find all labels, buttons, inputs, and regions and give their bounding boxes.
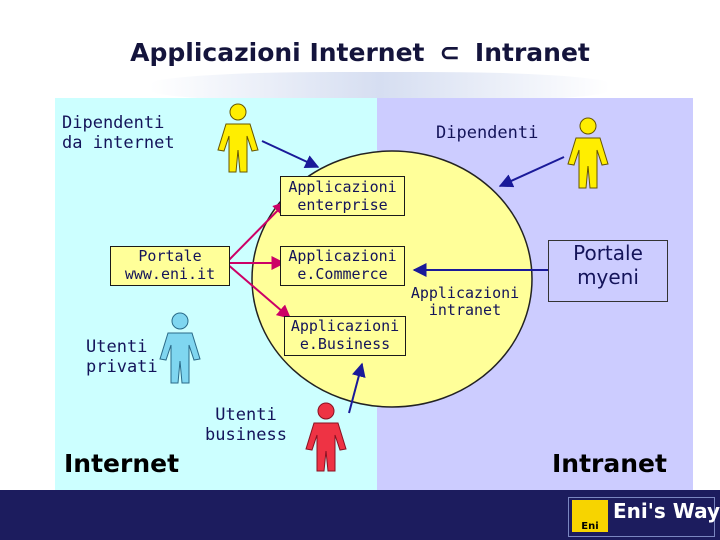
title-left: Applicazioni Internet bbox=[130, 38, 425, 67]
eni-logo-text: Eni bbox=[581, 521, 599, 532]
label-utenti-privati: Utenti privati bbox=[86, 337, 158, 377]
box-app-ebusiness: Applicazioni e.Business bbox=[284, 316, 406, 356]
label-utenti-business: Utenti business bbox=[205, 405, 287, 445]
arrow-portale-enterprise bbox=[225, 201, 287, 264]
arrow-dipendenti-intranet bbox=[498, 156, 565, 188]
brand-name: Eni's Way bbox=[613, 499, 720, 523]
label-zone-internet: Internet bbox=[64, 449, 180, 478]
arrow-portale-ebusiness bbox=[225, 262, 292, 319]
employee-intranet-icon bbox=[567, 117, 609, 189]
brand-frame bbox=[568, 497, 715, 537]
label-portale-myeni: Portale myeni bbox=[573, 241, 643, 289]
label-portale-eni: Portale www.eni.it bbox=[124, 247, 216, 283]
arrow-dipendenti-internet bbox=[261, 140, 320, 169]
arrow-utenti-business bbox=[348, 362, 366, 414]
box-portale-eni: Portale www.eni.it bbox=[110, 246, 230, 286]
box-portale-myeni: Portale myeni bbox=[548, 240, 668, 302]
private-user-icon bbox=[159, 312, 201, 384]
label-dipendenti: Dipendenti bbox=[436, 123, 539, 143]
label-zone-intranet: Intranet bbox=[552, 449, 667, 478]
eni-logo: Eni bbox=[572, 500, 608, 532]
label-dipendenti-internet: Dipendenti da internet bbox=[62, 113, 175, 153]
business-user-icon bbox=[305, 402, 347, 472]
box-app-enterprise: Applicazioni enterprise bbox=[280, 176, 405, 216]
label-app-enterprise: Applicazioni enterprise bbox=[288, 178, 397, 214]
label-app-intranet: Applicazioni intranet bbox=[410, 284, 520, 320]
title-right: Intranet bbox=[474, 38, 590, 67]
box-app-ecommerce: Applicazioni e.Commerce bbox=[280, 246, 405, 286]
label-app-ebusiness: Applicazioni e.Business bbox=[290, 317, 400, 353]
title-haze bbox=[150, 72, 610, 102]
label-app-ecommerce: Applicazioni e.Commerce bbox=[288, 247, 397, 283]
employee-internet-icon bbox=[217, 103, 259, 173]
subset-symbol: ⊂ bbox=[439, 38, 461, 67]
slide-title: Applicazioni Internet ⊂ Intranet bbox=[0, 38, 720, 67]
